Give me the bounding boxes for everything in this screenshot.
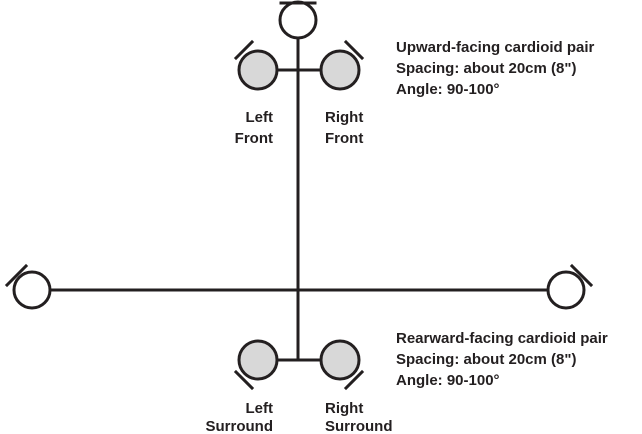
left-front-label-line1: Left	[246, 109, 274, 126]
upper-note-title: Upward-facing cardioid pair	[396, 39, 595, 56]
left-front-microphone	[233, 39, 279, 91]
right-surround-label-line2: Surround	[325, 418, 393, 434]
lower-note-angle: Angle: 90-100°	[396, 372, 500, 389]
right-front-microphone	[319, 39, 365, 91]
left-surround-microphone	[233, 339, 279, 391]
upper-note-angle: Angle: 90-100°	[396, 81, 500, 98]
right-front-label-line2: Front	[325, 130, 363, 147]
top-microphone	[278, 0, 318, 40]
right-surround-label-line1: Right	[325, 400, 363, 417]
lower-note-spacing: Spacing: about 20cm (8")	[396, 351, 576, 368]
left-surround-label-line2: Surround	[206, 418, 274, 434]
right-surround-microphone	[319, 339, 365, 391]
right-side-microphone	[546, 263, 594, 310]
left-side-microphone	[4, 263, 52, 310]
lower-note-title: Rearward-facing cardioid pair	[396, 330, 608, 347]
left-front-label-line2: Front	[235, 130, 273, 147]
left-surround-label-line1: Left	[246, 400, 274, 417]
right-front-label-line1: Right	[325, 109, 363, 126]
upper-note-spacing: Spacing: about 20cm (8")	[396, 60, 576, 77]
